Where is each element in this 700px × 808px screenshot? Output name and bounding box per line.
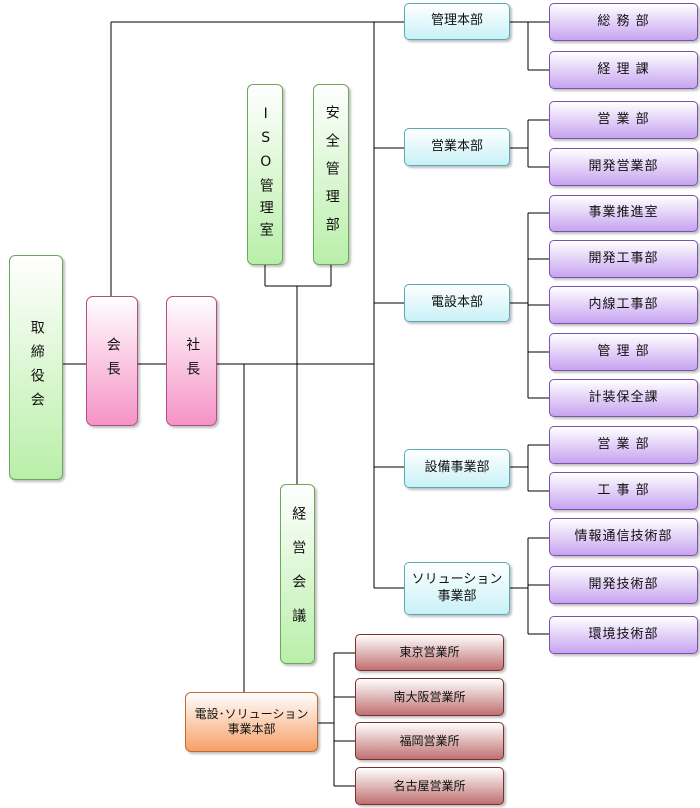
admin-hq-box: 管理本部	[404, 3, 510, 40]
es-hq-box: 電設･ソリューション 事業本部	[185, 692, 318, 752]
dept-development-construction: 開発工事部	[549, 240, 698, 278]
office-minami-osaka: 南大阪営業所	[355, 678, 504, 716]
chairman-box: 会長	[86, 296, 138, 426]
equipment-div-box: 設備事業部	[404, 449, 510, 488]
president-box: 社長	[166, 296, 217, 426]
dept-management: 管 理 部	[549, 333, 698, 371]
dept-accounting: 経 理 課	[549, 51, 698, 89]
electrical-hq-box: 電設本部	[404, 284, 510, 322]
dept-development-tech: 開発技術部	[549, 566, 698, 604]
office-tokyo: 東京営業所	[355, 634, 504, 671]
sales-hq-box: 営業本部	[404, 128, 510, 166]
dept-sales: 営 業 部	[549, 101, 698, 139]
dept-ict: 情報通信技術部	[549, 518, 698, 556]
safety-dept-box: 安全管理部	[313, 84, 349, 265]
office-nagoya: 名古屋営業所	[355, 767, 504, 805]
board-box: 取締役会	[9, 255, 63, 480]
dept-development-sales: 開発営業部	[549, 148, 698, 186]
dept-equipment-construction: 工 事 部	[549, 472, 698, 510]
office-fukuoka: 福岡営業所	[355, 722, 504, 760]
dept-equipment-sales: 営 業 部	[549, 426, 698, 464]
iso-office-box: ISO管理室	[247, 84, 283, 265]
dept-interior-wiring: 内線工事部	[549, 286, 698, 324]
solution-div-box: ソリューション 事業部	[404, 562, 510, 615]
management-meeting-box: 経営会議	[280, 484, 315, 664]
dept-instrumentation-maintenance: 計装保全課	[549, 379, 698, 417]
dept-business-promotion: 事業推進室	[549, 195, 698, 232]
dept-environmental-tech: 環境技術部	[549, 616, 698, 654]
dept-general-affairs: 総 務 部	[549, 3, 698, 41]
